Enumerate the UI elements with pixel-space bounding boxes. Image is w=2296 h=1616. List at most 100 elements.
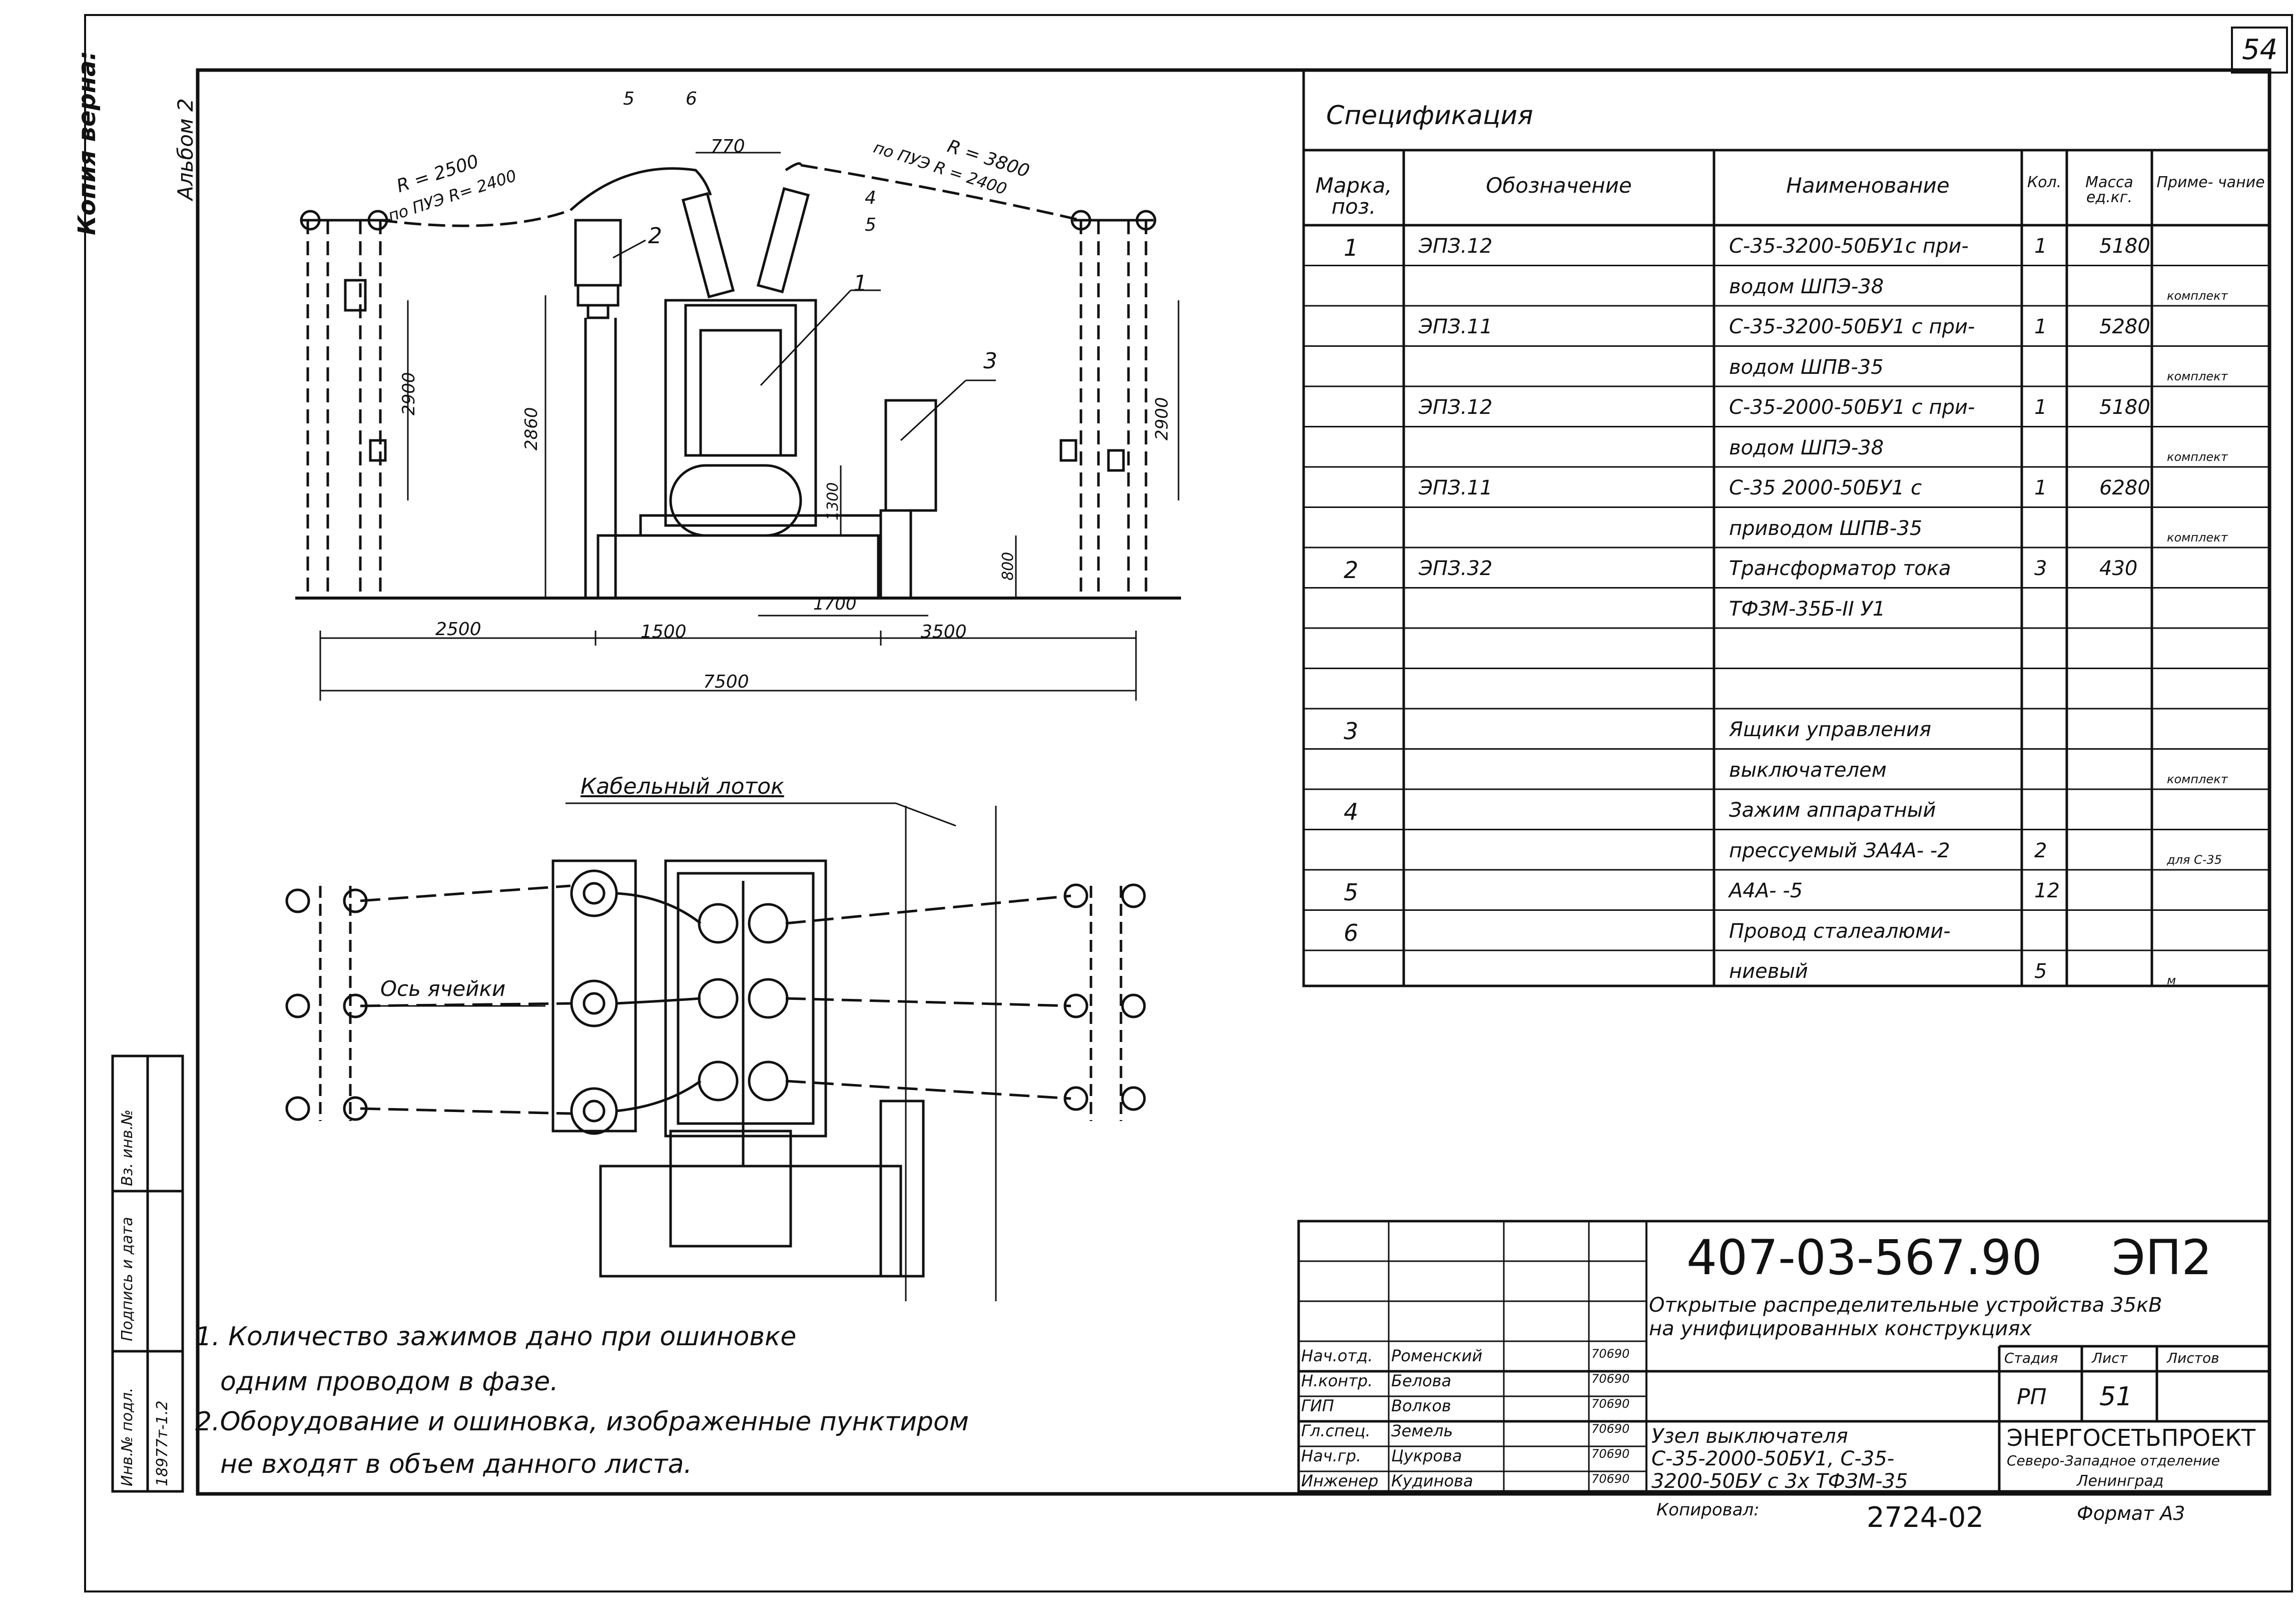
signature-date: 70690 [1591,1397,1630,1411]
signature-date: 70690 [1591,1372,1630,1386]
spec-cell: Ящики управления [1729,718,1932,741]
spec-cell: ЭПЗ.11 [1419,315,1493,338]
spec-cell: Зажим аппаратный [1729,799,1936,822]
label-cable-tray: Кабельный лоток [581,774,784,799]
album-label: Альбом 2 [173,98,198,200]
spec-cell: 1 [2034,315,2047,338]
spec-cell: комплект [2167,288,2228,303]
note-line-4: не входят в объем данного листа. [220,1449,692,1479]
spec-header-cell: Марка, поз. [1315,173,1392,219]
spec-cell: комплект [2167,772,2228,786]
callout-4: 4 [865,188,876,208]
callout-3: 3 [983,348,997,374]
spec-header-cell: Обозначение [1486,173,1632,198]
callout-6: 6 [686,89,697,109]
callout-2: 2 [648,223,662,249]
signature-name: Белова [1391,1371,1452,1390]
note-line-3: 2.Оборудование и ошиновка, изображенные … [195,1407,969,1437]
spec-cell: 6280 [2099,476,2150,499]
spec-cell: 3 [1344,718,1359,745]
sheet-value: 51 [2099,1382,2133,1412]
format-label: Формат А3 [2077,1502,2185,1524]
sheets-label: Листов [2167,1350,2219,1366]
spec-cell: выключателем [1729,758,1887,782]
spec-cell: ЭПЗ.12 [1419,396,1493,419]
spec-cell: С-35-2000-50БУ1 с при- [1729,396,1975,419]
spec-cell: 3 [2034,557,2047,580]
callout-1: 1 [853,271,867,296]
spec-cell: 6 [1344,919,1359,946]
project-title-2: на унифицированных конструкциях [1649,1317,2032,1340]
side-stamp-value: 18977т-1.2 [154,1400,171,1486]
stage-label: Стадия [2004,1350,2058,1366]
title-block [1297,1220,2271,1493]
spec-cell: ЭПЗ.12 [1419,235,1493,258]
stage-value: РП [2017,1384,2047,1410]
side-stamp-vz: Вз. инв.№ [119,1109,136,1186]
dim-height-left: 2900 [399,372,419,415]
signature-date: 70690 [1591,1347,1630,1361]
spec-cell: м [2167,973,2176,987]
spec-cell: ЭПЗ.11 [1419,476,1493,499]
dim-height-cabinet: 1300 [824,482,842,520]
spec-cell: 5 [1344,879,1359,906]
spec-cell: С-35-3200-50БУ1 с при- [1729,315,1975,338]
spec-cell: 5180 [2099,235,2150,258]
spec-cell: водом ШПЭ-38 [1729,275,1884,298]
outer-frame [84,14,2293,1592]
signature-role: Гл.спец. [1301,1421,1371,1440]
drawing-title-3: 3200-50БУ с 3х ТФЗМ-35 [1651,1470,1908,1493]
side-stamp-inv: Инв.№ подл. [119,1387,136,1486]
signature-date: 70690 [1591,1472,1630,1486]
callout-5b: 5 [865,215,876,235]
copy-number: 2724-02 [1867,1501,1984,1534]
spec-cell: ниевый [1729,960,1808,983]
spec-cell: 5280 [2099,315,2150,338]
project-title-1: Открытые распределительные устройства 35… [1649,1294,2162,1317]
signature-role: Нач.отд. [1301,1346,1373,1365]
side-stamp [111,1054,184,1493]
spec-header-cell: Кол. [2027,174,2062,191]
spec-header-cell: Масса ед.кг. [2085,174,2133,206]
dim-span-total: 7500 [703,672,749,692]
callout-5a: 5 [623,89,635,109]
dim-span-1700: 1700 [813,594,857,614]
copy-verified-label: Копия верна: [73,51,101,235]
corner-box [2231,27,2288,74]
spec-cell: 4 [1344,798,1359,825]
spec-cell: комплект [2167,449,2228,464]
org-division: Северо-Западное отделение [2007,1452,2220,1469]
spec-cell: 1 [2034,235,2047,258]
signature-role: ГИП [1301,1396,1334,1415]
spec-cell: ЭПЗ.32 [1419,557,1493,580]
signature-name: Цукрова [1391,1446,1462,1465]
org-name: ЭНЕРГОСЕТЬПРОЕКТ [2007,1424,2255,1451]
dim-height-support: 2860 [521,407,541,450]
spec-cell: водом ШПЭ-38 [1729,436,1884,459]
spec-cell: 5 [2034,960,2047,983]
spec-cell: С-35-3200-50БУ1с при- [1729,235,1969,258]
sheet-code: ЭП2 [2112,1230,2212,1286]
label-cell-axis: Ось ячейки [380,976,506,1001]
signature-name: Роменский [1391,1346,1483,1365]
signature-date: 70690 [1591,1447,1630,1461]
drawing-title-2: С-35-2000-50БУ1, С-35- [1651,1447,1895,1470]
spec-cell: 5180 [2099,396,2150,419]
spec-cell: 430 [2099,557,2138,580]
spec-cell: прессуемый ЗА4А- -2 [1729,839,1950,862]
spec-cell: 1 [2034,396,2047,419]
dim-height-right: 2900 [1152,397,1172,440]
spec-header-cell: Наименование [1786,173,1950,198]
signature-name: Кудинова [1391,1471,1473,1490]
spec-cell: Провод сталеалюми- [1729,919,1951,943]
signature-role: Нач.гр. [1301,1446,1362,1465]
dim-height-box: 800 [999,552,1017,581]
spec-cell: комплект [2167,530,2228,545]
spec-cell: 2 [1344,557,1359,584]
spec-cell: ТФЗМ-35Б-II У1 [1729,597,1886,621]
spec-cell: С-35 2000-50БУ1 с [1729,476,1922,499]
drawing-title-1: Узел выключателя [1651,1425,1848,1448]
dim-spacing: 770 [711,136,745,157]
plan-view [285,802,1146,1301]
